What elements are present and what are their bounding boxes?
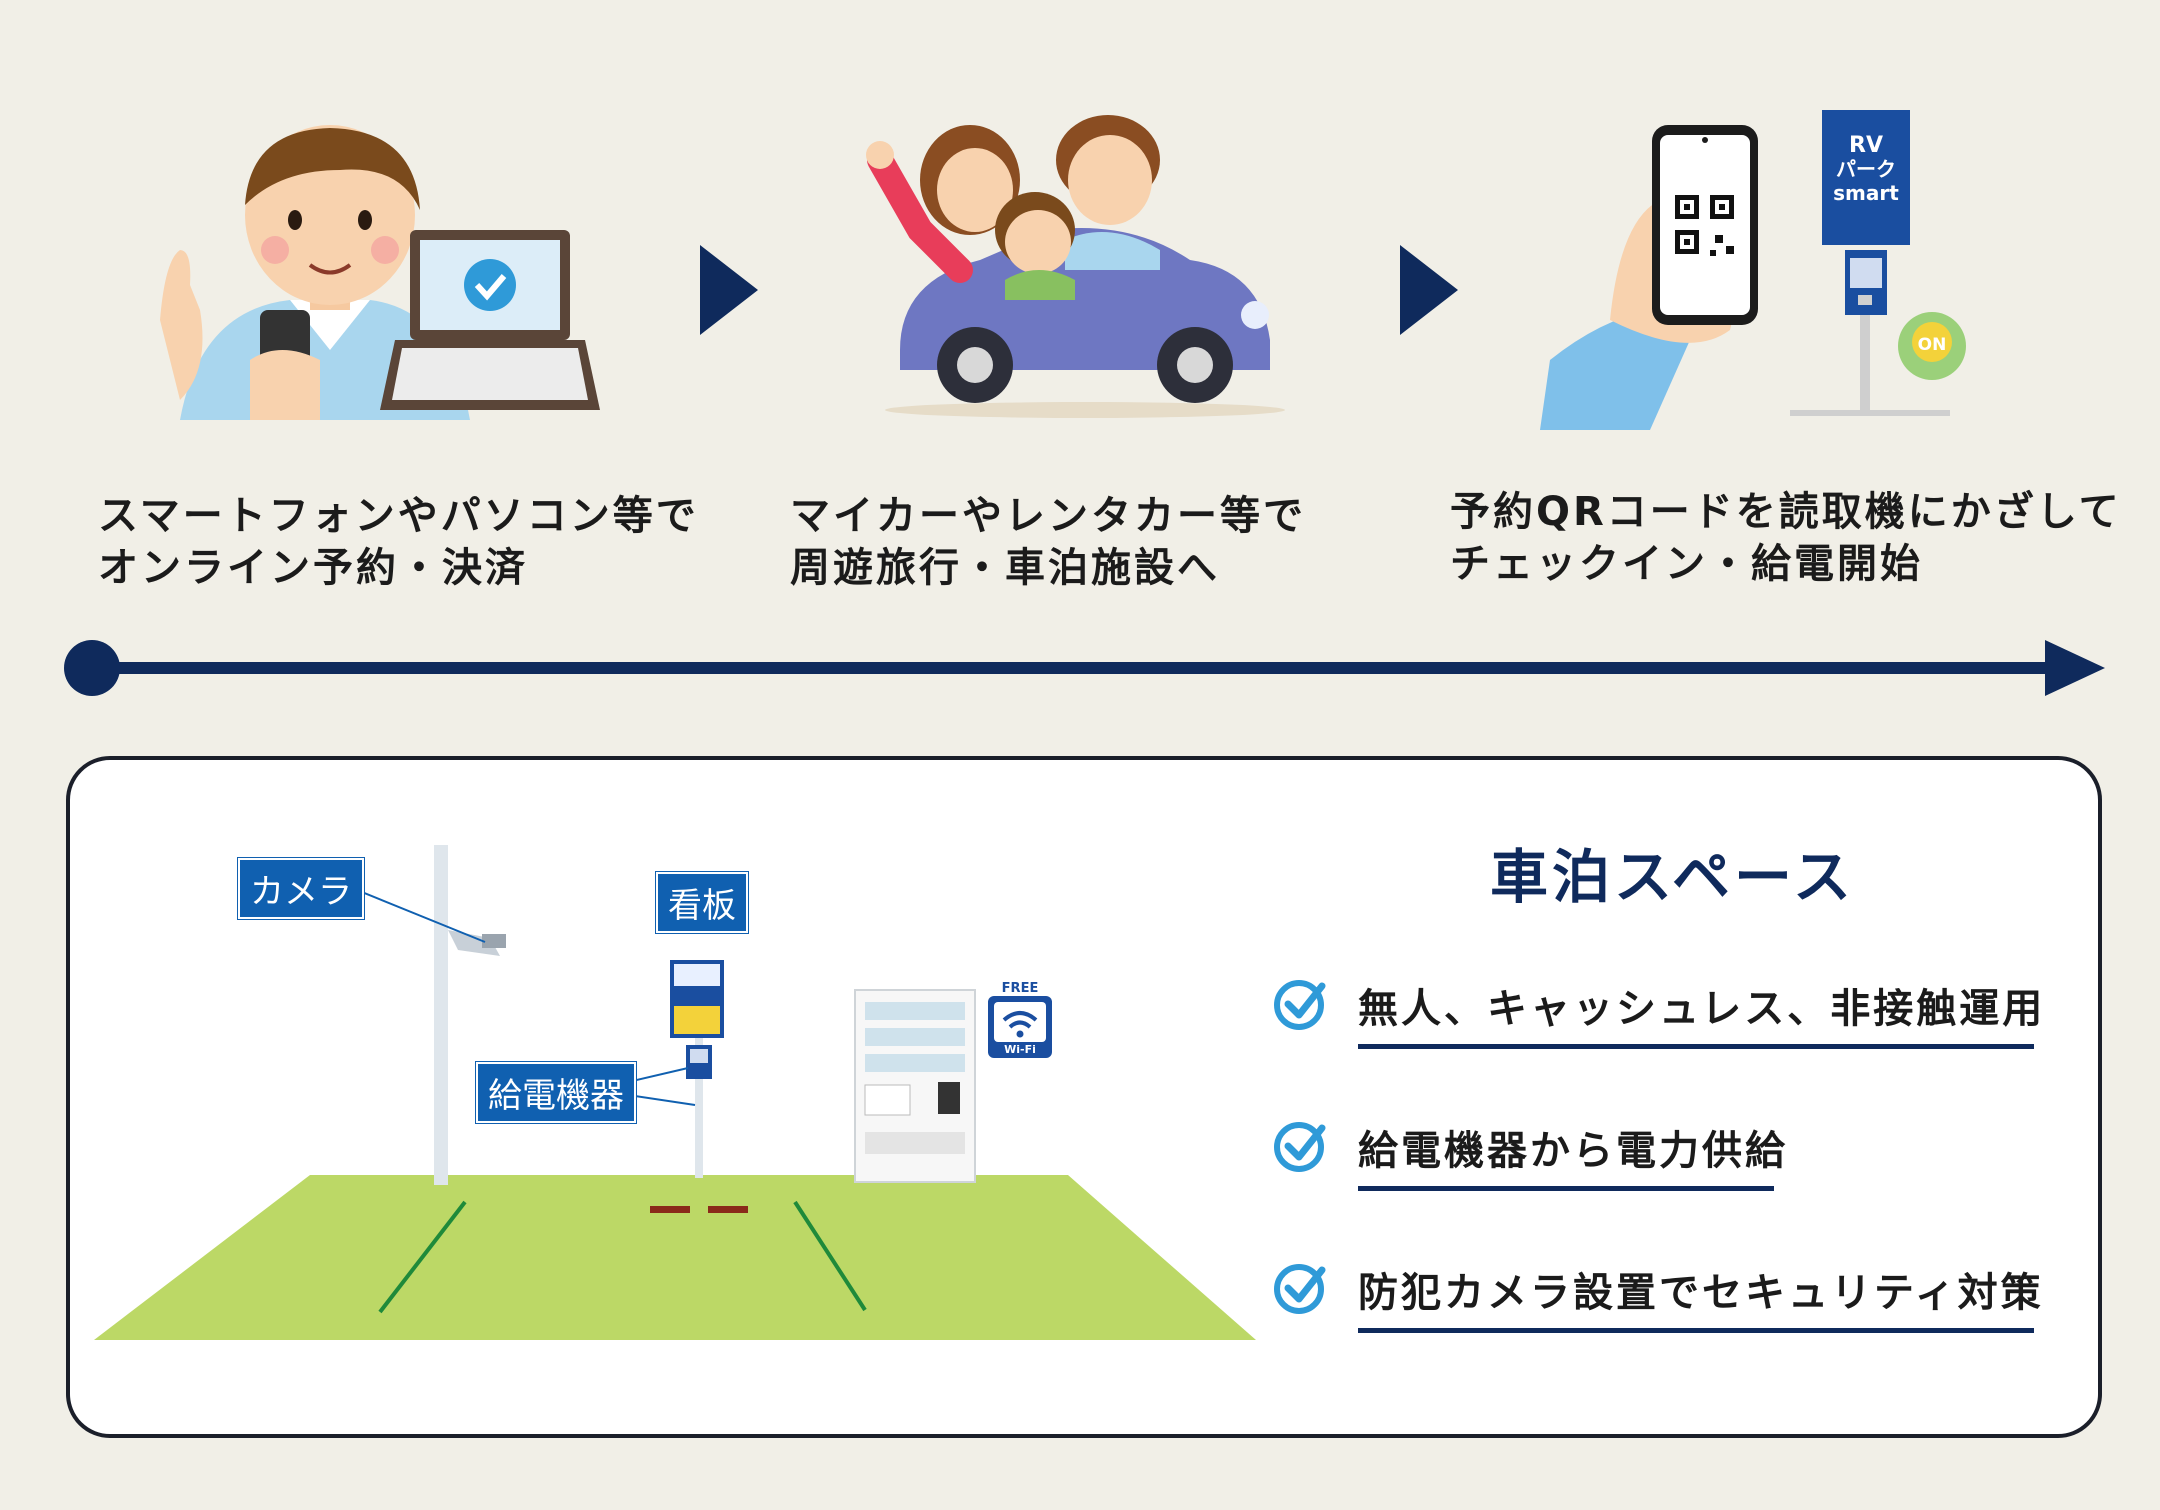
step1-caption-line2: オンライン予約・決済 — [98, 545, 528, 591]
step3-caption-line2: チェックイン・給電開始 — [1450, 541, 1923, 587]
camera-label: カメラ — [238, 858, 364, 919]
feature-underline-1 — [1358, 1044, 2034, 1049]
feature-text-1: 無人、キャッシュレス、非接触運用 — [1358, 986, 2046, 1032]
step1-caption: スマートフォンやパソコン等で オンライン予約・決済 — [98, 490, 699, 594]
step2-caption: マイカーやレンタカー等で 周遊旅行・車泊施設へ — [790, 490, 1306, 594]
check-circle-icon — [1274, 1264, 1326, 1314]
step2-illustration — [866, 115, 1285, 418]
step3-illustration: RV パーク smart ON — [1540, 110, 1966, 430]
device-sign-smart: smart — [1833, 181, 1899, 205]
device-sign-rv: RV — [1849, 133, 1883, 158]
step2-caption-line1: マイカーやレンタカー等で — [790, 493, 1306, 539]
step3-caption: 予約QRコードを読取機にかざして チェックイン・給電開始 — [1450, 486, 2122, 590]
feature-text-3: 防犯カメラ設置でセキュリティ対策 — [1358, 1270, 2044, 1316]
feature-underline-2 — [1358, 1186, 1774, 1191]
wifi-free-label: FREE — [1002, 981, 1039, 996]
wifi-label: Wi-Fi — [1004, 1043, 1036, 1056]
device-sign-park: パーク — [1836, 157, 1896, 181]
check-circle-icon — [1274, 980, 1326, 1030]
step-arrow-1 — [700, 245, 758, 335]
step1-caption-line1: スマートフォンやパソコン等で — [98, 493, 699, 539]
step1-illustration — [160, 125, 600, 420]
rv-space-title: 車泊スペース — [1490, 843, 1856, 911]
feature-text-2: 給電機器から電力供給 — [1358, 1128, 1788, 1174]
check-circle-icon — [1274, 1122, 1326, 1172]
step2-caption-line2: 周遊旅行・車泊施設へ — [790, 545, 1220, 591]
feature-underline-3 — [1358, 1328, 2034, 1333]
charger-label: 給電機器 — [476, 1062, 636, 1123]
signboard-label: 看板 — [656, 872, 748, 933]
device-on-label: ON — [1918, 335, 1947, 355]
step-arrow-2 — [1400, 245, 1458, 335]
timeline-arrow — [64, 640, 2105, 696]
rv-space-scene: FREE Wi-Fi — [94, 845, 1256, 1340]
step3-caption-line1: 予約QRコードを読取機にかざして — [1450, 489, 2122, 535]
